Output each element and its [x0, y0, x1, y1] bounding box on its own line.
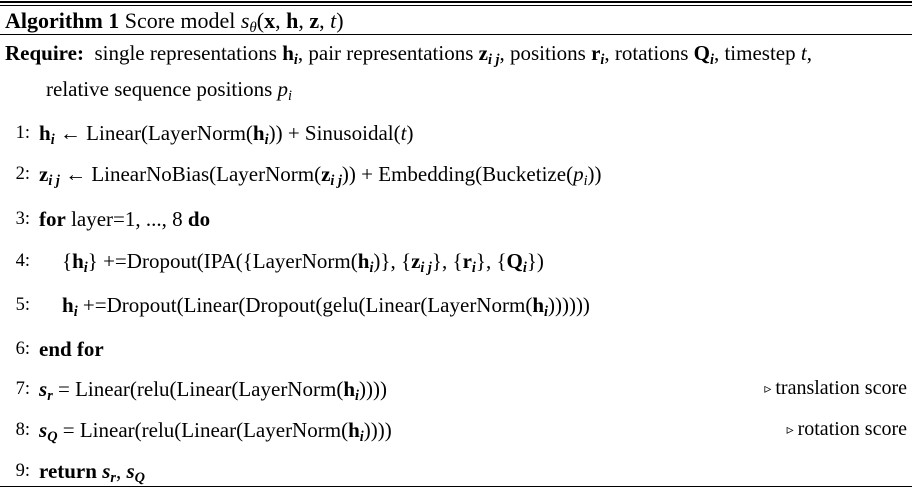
title-word-score: Score: [124, 8, 175, 33]
line-body-1: hi ← Linear(LayerNorm(hi)) + Sinusoidal(…: [39, 121, 414, 148]
line-body-3: for layer=1, ..., 8 do: [30, 200, 912, 238]
line-number-1: 1:: [15, 123, 30, 143]
keyword-do: do: [187, 207, 211, 231]
require-text-relative: relative sequence positions: [46, 77, 273, 101]
title-score-function: s: [240, 8, 250, 33]
algorithm-line-7: 7: sr = Linear(relu(Linear(LayerNorm(hi)…: [0, 370, 912, 408]
line-number-3: 3:: [15, 209, 30, 229]
algorithm-line-4: 4: {hi} +=Dropout(IPA({LayerNorm(hi)}, {…: [0, 242, 912, 280]
fn-linear: Linear: [86, 121, 141, 145]
keyword-end-for: end for: [39, 337, 104, 361]
bottom-rule: [0, 486, 912, 487]
algorithm-line-6: 6: end for: [0, 330, 912, 368]
line-body-9: return sr, sQ: [39, 459, 145, 486]
top-double-rule: [0, 1, 912, 6]
fn-ipa: IPA: [203, 249, 236, 273]
fn-linear-7b: Linear: [176, 377, 232, 401]
fn-layernorm-4: LayerNorm: [252, 249, 351, 273]
fn-linear-8a: Linear: [79, 418, 135, 442]
require-text-timestep: timestep: [724, 41, 796, 65]
require-line: Require: single representations hi, pair…: [5, 41, 812, 68]
fn-linear-7a: Linear: [75, 377, 130, 401]
require-text-positions: positions: [509, 41, 586, 65]
algorithm-line-2: 2: zi j ← LinearNoBias(LayerNorm(zi j)) …: [0, 155, 912, 193]
line-number-6: 6:: [15, 339, 30, 359]
comment-translation-score: ▹translation score: [764, 369, 907, 409]
algorithm-label: Algorithm 1: [5, 8, 120, 33]
fn-linear-5a: Linear: [183, 293, 239, 317]
fn-layernorm: LayerNorm: [147, 121, 246, 145]
line-body-6: end for: [30, 330, 912, 368]
fn-linear-8b: Linear: [181, 418, 237, 442]
line-number-9: 9:: [15, 461, 30, 481]
fn-linearnobias: LinearNoBias: [91, 162, 210, 186]
line-body-8: sQ = Linear(relu(Linear(LayerNorm(hi)))): [39, 418, 392, 445]
fn-embedding: Embedding: [378, 162, 476, 186]
fn-relu-7: relu: [136, 377, 170, 401]
fn-gelu: gelu: [322, 293, 359, 317]
algorithm-line-3: 3: for layer=1, ..., 8 do: [0, 200, 912, 238]
require-line-continuation: relative sequence positions pi: [46, 77, 292, 104]
fn-linear-5b: Linear: [365, 293, 421, 317]
fn-dropout-5b: Dropout: [245, 293, 316, 317]
fn-dropout: Dropout: [126, 249, 197, 273]
algorithm-line-9: 9: return sr, sQ: [0, 452, 912, 490]
title-arg-z: z: [309, 8, 320, 33]
title-arg-x: x: [264, 8, 276, 33]
require-text-rotations: rotations: [614, 41, 689, 65]
comment-rotation-text: rotation score: [797, 418, 907, 441]
line-body-4: {hi} +=Dropout(IPA({LayerNorm(hi)}, {zi …: [62, 249, 544, 276]
algorithm-line-8: 8: sQ = Linear(relu(Linear(LayerNorm(hi)…: [0, 411, 912, 449]
comment-translation-text: translation score: [775, 377, 907, 400]
line-number-4: 4:: [15, 251, 30, 271]
fn-dropout-5a: Dropout: [106, 293, 177, 317]
line-number-2: 2:: [15, 164, 30, 184]
algorithm-title: Algorithm 1 Score model sθ(x, h, z, t): [5, 8, 344, 37]
title-word-model: model: [180, 8, 236, 33]
keyword-return: return: [39, 459, 97, 483]
fn-layernorm-2: LayerNorm: [216, 162, 315, 186]
title-separator-rule: [0, 34, 912, 35]
fn-layernorm-8: LayerNorm: [243, 418, 342, 442]
line-body-5: hi +=Dropout(Linear(Dropout(gelu(Linear(…: [62, 293, 590, 320]
title-arg-t: t: [330, 8, 337, 33]
require-text-single: single representations: [94, 41, 277, 65]
line-number-7: 7:: [15, 379, 30, 399]
algorithm-line-5: 5: hi +=Dropout(Linear(Dropout(gelu(Line…: [0, 286, 912, 324]
fn-layernorm-5: LayerNorm: [427, 293, 526, 317]
loop-range: layer=1, ..., 8: [71, 207, 183, 231]
require-text-pair: pair representations: [308, 41, 474, 65]
title-score-subscript: θ: [249, 20, 257, 37]
comment-marker-icon: ▹: [764, 381, 772, 397]
line-number-8: 8:: [15, 420, 30, 440]
fn-bucketize: Bucketize: [482, 162, 567, 186]
fn-layernorm-7: LayerNorm: [238, 377, 337, 401]
title-arg-h: h: [286, 8, 299, 33]
comment-rotation-score: ▹rotation score: [787, 410, 907, 450]
require-keyword: Require:: [5, 41, 84, 65]
algorithm-line-1: 1: hi ← Linear(LayerNorm(hi)) + Sinusoid…: [0, 114, 912, 152]
fn-relu-8: relu: [141, 418, 175, 442]
line-number-5: 5:: [15, 295, 30, 315]
keyword-for: for: [39, 207, 66, 231]
fn-sinusoidal: Sinusoidal: [304, 121, 394, 145]
line-body-2: zi j ← LinearNoBias(LayerNorm(zi j)) + E…: [39, 162, 602, 189]
line-body-7: sr = Linear(relu(Linear(LayerNorm(hi)))): [39, 377, 387, 404]
comment-marker-icon-2: ▹: [786, 422, 794, 438]
